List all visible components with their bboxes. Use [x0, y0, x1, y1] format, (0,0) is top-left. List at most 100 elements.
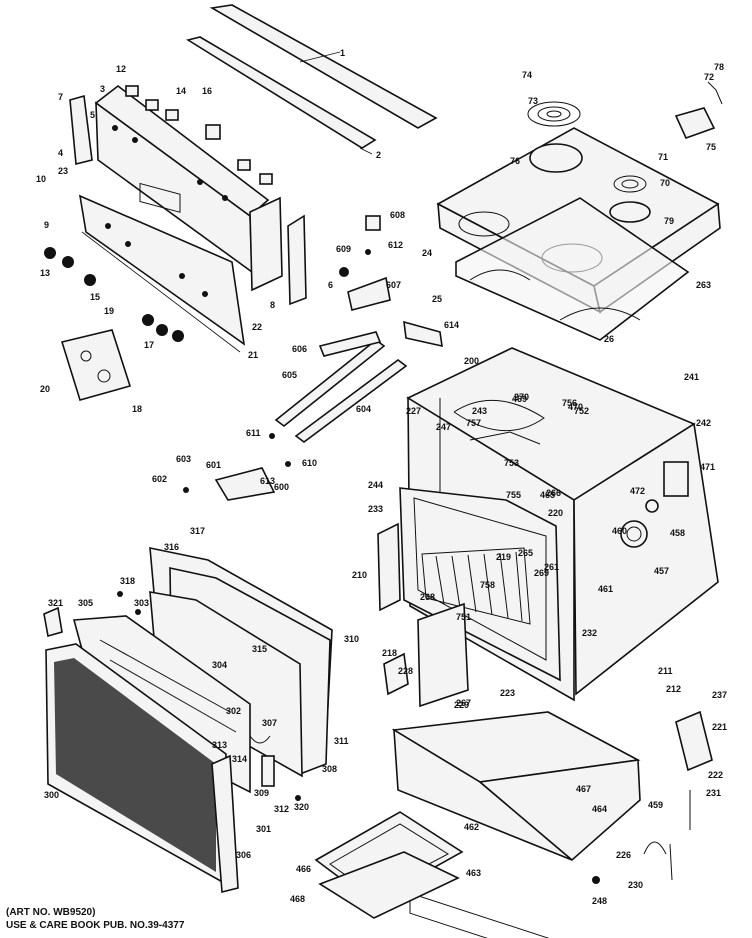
part-label: 233	[368, 504, 383, 514]
part-label: 75	[706, 142, 716, 152]
part-label: 229	[454, 700, 469, 710]
part-label: 211	[658, 666, 673, 676]
part-label: 210	[352, 570, 367, 580]
part-label: 607	[386, 280, 401, 290]
part-label: 458	[670, 528, 685, 538]
part-label: 267	[456, 698, 471, 708]
part-label: 466	[296, 864, 311, 874]
part-label: 74	[522, 70, 532, 80]
part-label: 241	[684, 372, 699, 382]
front-control-panel	[78, 194, 246, 353]
part-label: 17	[144, 340, 154, 350]
side-rails	[183, 215, 443, 501]
part-label: 73	[528, 96, 538, 106]
part-label: 469	[512, 394, 527, 404]
part-label: 300	[44, 790, 59, 800]
part-label: 459	[648, 800, 663, 810]
part-label: 606	[292, 344, 307, 354]
part-label: 263	[696, 280, 711, 290]
part-label: 3	[100, 84, 105, 94]
part-label: 78	[714, 62, 724, 72]
part-label: 313	[212, 740, 227, 750]
oven-thermostat-and-socket	[620, 461, 689, 548]
diagram-footer: (ART NO. WB9520) USE & CARE BOOK PUB. NO…	[6, 906, 184, 932]
part-label: 8	[270, 300, 275, 310]
part-label: 305	[78, 598, 93, 608]
part-label: 21	[248, 350, 258, 360]
art-number: (ART NO. WB9520)	[6, 907, 96, 918]
part-label: 266	[546, 488, 561, 498]
part-label: 465	[540, 490, 555, 500]
part-label: 755	[506, 490, 521, 500]
part-label: 315	[252, 644, 267, 654]
part-label: 308	[322, 764, 337, 774]
part-label: 14	[176, 86, 186, 96]
part-label: 212	[666, 684, 681, 694]
part-label: 753	[504, 458, 519, 468]
part-label: 269	[534, 568, 549, 578]
part-label: 318	[120, 576, 135, 586]
part-label: 610	[302, 458, 317, 468]
side-panel-end-cap	[69, 94, 307, 306]
part-label: 268	[420, 592, 435, 602]
part-label: 7	[58, 92, 63, 102]
part-label: 247	[436, 422, 451, 432]
part-label: 307	[262, 718, 277, 728]
part-label: 18	[132, 404, 142, 414]
part-label: 612	[388, 240, 403, 250]
part-label: 303	[134, 598, 149, 608]
part-label: 9	[44, 220, 49, 230]
part-label: 219	[496, 552, 511, 562]
part-label: 311	[334, 736, 349, 746]
part-label: 1	[340, 48, 345, 58]
use-care-book-reference: USE & CARE BOOK PUB. NO.39-4377	[6, 920, 185, 931]
part-label: 218	[382, 648, 397, 658]
part-label: 310	[344, 634, 359, 644]
oven-rack	[421, 547, 531, 625]
part-label: 320	[294, 802, 309, 812]
cooktop-pan-frame	[455, 197, 690, 341]
part-label: 221	[712, 722, 727, 732]
part-label: 602	[152, 474, 167, 484]
part-label: 613	[260, 476, 275, 486]
part-label: 16	[202, 86, 212, 96]
part-label: 223	[500, 688, 515, 698]
part-label: 24	[422, 248, 432, 258]
part-label: 5	[90, 110, 95, 120]
part-label: 604	[356, 404, 371, 414]
surface-units	[527, 101, 647, 193]
part-label: 231	[706, 788, 721, 798]
part-label: 20	[40, 384, 50, 394]
part-label: 270	[514, 392, 529, 402]
part-label: 70	[660, 178, 670, 188]
part-label: 321	[48, 598, 63, 608]
part-label: 312	[274, 804, 289, 814]
part-label: 265	[518, 548, 533, 558]
part-label: 6	[328, 280, 333, 290]
control-knobs	[44, 247, 184, 342]
part-label: 472	[630, 486, 645, 496]
part-label: 222	[708, 770, 723, 780]
part-label: 237	[712, 690, 727, 700]
part-label: 228	[398, 666, 413, 676]
part-label: 4	[58, 148, 63, 158]
part-label: 609	[336, 244, 351, 254]
part-label: 471	[700, 462, 715, 472]
part-label: 461	[598, 584, 613, 594]
part-label: 309	[254, 788, 269, 798]
bake-broil-elements	[453, 399, 545, 445]
part-label: 76	[510, 156, 520, 166]
part-label: 611	[246, 428, 261, 438]
part-label: 757	[466, 418, 481, 428]
part-label: 601	[206, 460, 221, 470]
part-label: 460	[612, 526, 627, 536]
part-label: 226	[616, 850, 631, 860]
part-label: 12	[116, 64, 126, 74]
part-label: 614	[444, 320, 459, 330]
part-label: 227	[406, 406, 421, 416]
part-label: 751	[456, 612, 471, 622]
part-label: 244	[368, 480, 383, 490]
part-label: 752	[574, 406, 589, 416]
part-label: 468	[290, 894, 305, 904]
